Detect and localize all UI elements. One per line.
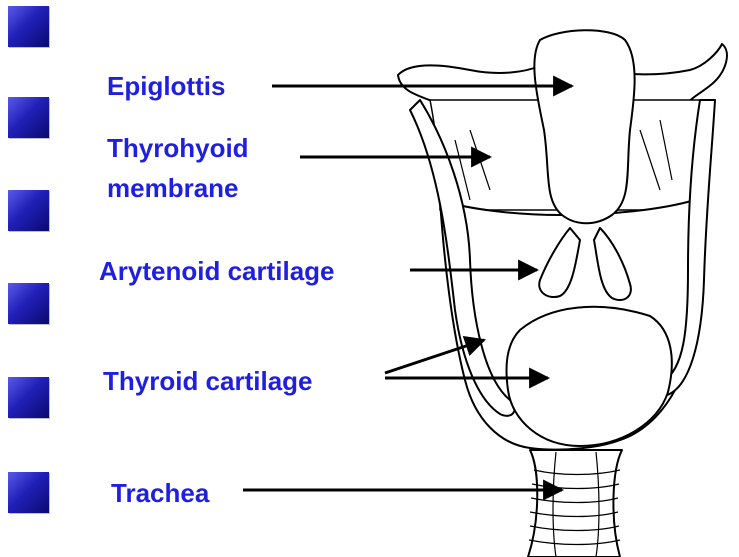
trachea-label: Trachea [111,478,209,508]
thyroid-label: Thyroid cartilage [103,366,313,396]
epiglottis-label: Epiglottis [107,71,225,101]
arytenoid-label: Arytenoid cartilage [99,256,335,286]
thyrohyoid-label-line1: Thyrohyoid [107,133,249,163]
trachea-shape [528,450,622,557]
thyrohyoid-label-line2: membrane [107,173,239,203]
